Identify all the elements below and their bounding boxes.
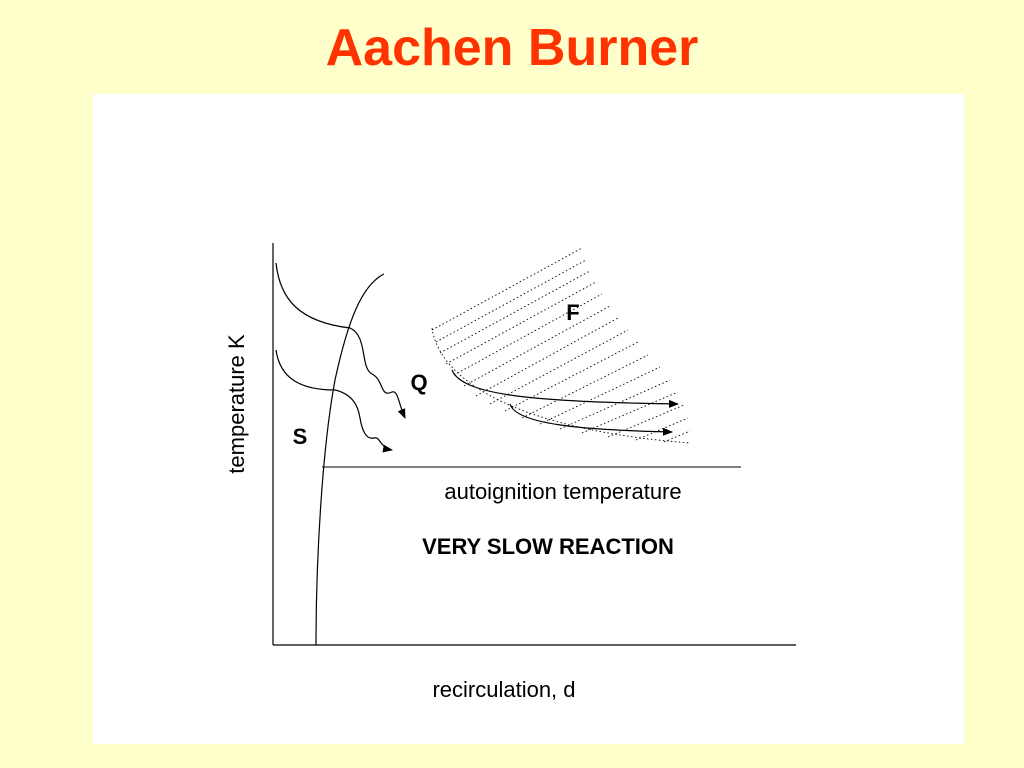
region-label-s: S [293, 424, 308, 449]
slow-reaction-label: VERY SLOW REACTION [422, 534, 674, 559]
lower-trajectory-arrow [275, 349, 393, 453]
x-axis-label: recirculation, d [432, 677, 575, 702]
region-label-f: F [566, 300, 579, 325]
slide-title: Aachen Burner [325, 19, 699, 77]
flameless-trajectory-arrow-upper [451, 369, 679, 408]
autoignition-label: autoignition temperature [444, 479, 681, 504]
stability-boundary-curve [315, 273, 385, 646]
region-label-q: Q [410, 370, 427, 395]
diagram-panel [93, 94, 964, 744]
y-axis-label: temperature K [224, 334, 249, 474]
flameless-trajectory-arrow-lower [509, 403, 673, 436]
flameless-region-hatching [431, 247, 691, 444]
upper-trajectory-arrow [275, 262, 406, 419]
